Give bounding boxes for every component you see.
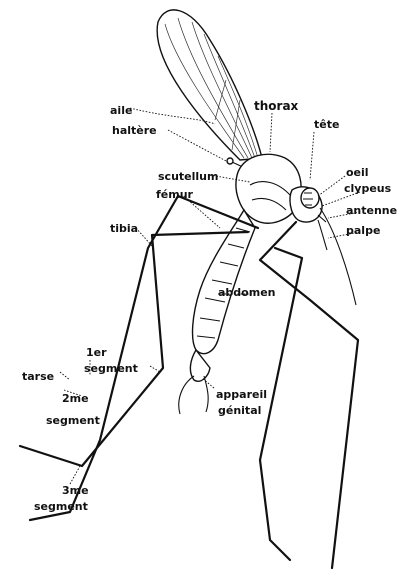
label-palpe: palpe [346, 224, 380, 237]
label-thorax: thorax [254, 99, 299, 113]
genital-apparatus [179, 350, 210, 414]
label-seg2-word: segment [46, 414, 100, 427]
label-tete: tête [314, 118, 339, 131]
label-oeil: oeil [346, 166, 369, 179]
label-seg1-word: segment [84, 362, 138, 375]
label-scutellum: scutellum [158, 170, 218, 183]
label-antenne: antenne [346, 204, 397, 217]
palp [318, 220, 327, 250]
label-appareil: appareil [216, 388, 267, 401]
label-tarse: tarse [22, 370, 54, 383]
label-seg1-num: 1er [86, 346, 107, 359]
label-seg2-num: 2me [62, 392, 89, 405]
label-femur: fémur [156, 188, 194, 201]
label-abdomen: abdomen [218, 286, 275, 299]
label-haltere: haltère [112, 124, 157, 137]
head [290, 187, 326, 222]
label-clypeus: clypeus [344, 182, 392, 195]
label-seg3-word: segment [34, 500, 88, 513]
antenna [320, 208, 356, 305]
label-seg3-num: 3me [62, 484, 89, 497]
wing [157, 10, 262, 160]
front-leg [260, 222, 358, 568]
label-tibia: tibia [110, 222, 138, 235]
label-genital: génital [218, 404, 261, 417]
label-aile: aile [110, 104, 132, 117]
